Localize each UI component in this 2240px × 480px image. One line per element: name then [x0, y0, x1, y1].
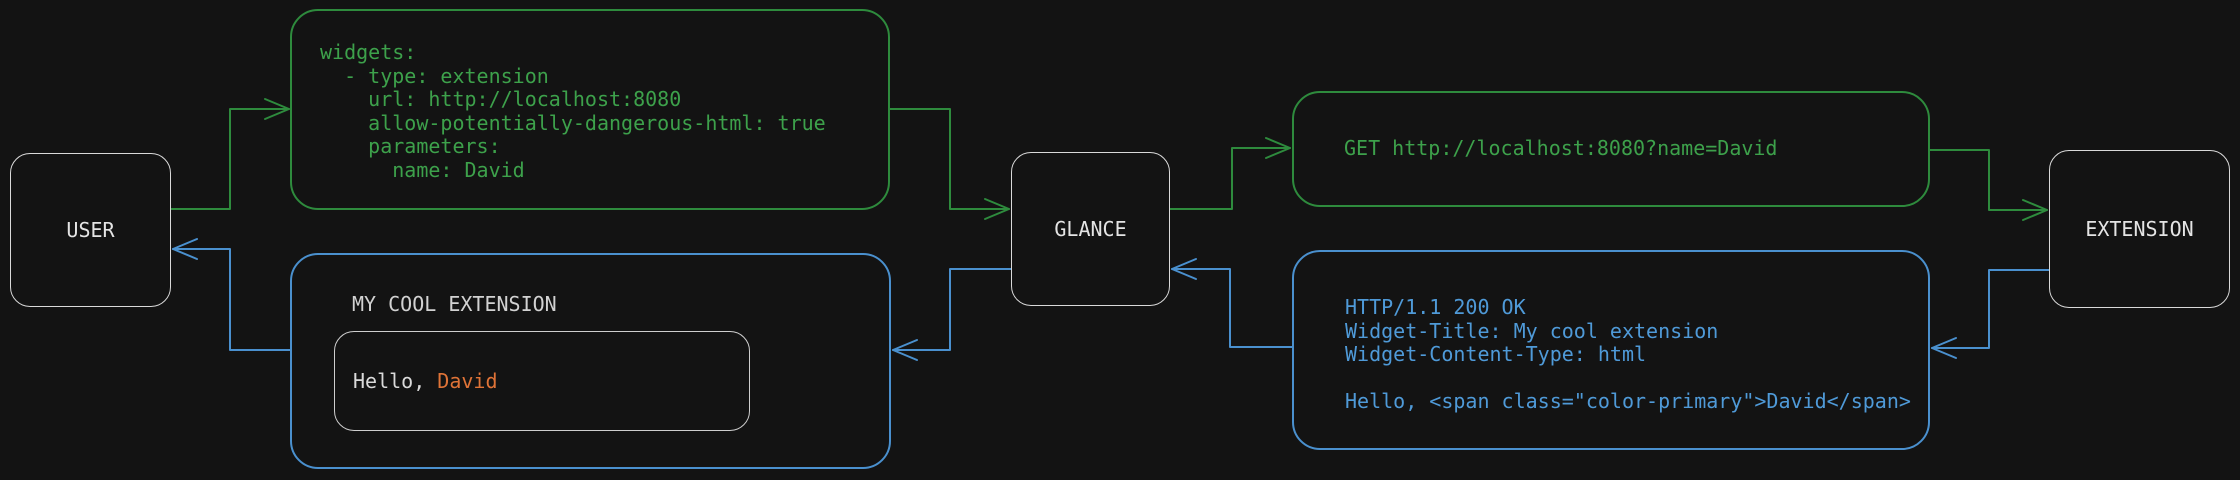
arrow-config-to-glance — [889, 108, 1010, 220]
config-yaml-code: widgets: - type: extension url: http://l… — [320, 40, 826, 182]
node-user: USER — [10, 153, 171, 307]
http-response-box: HTTP/1.1 200 OK Widget-Title: My cool ex… — [1292, 250, 1930, 450]
arrow-glance-to-request — [1169, 137, 1291, 210]
greeting-name: David — [437, 369, 498, 393]
node-extension: EXTENSION — [2049, 150, 2230, 308]
http-response-code: HTTP/1.1 200 OK Widget-Title: My cool ex… — [1345, 295, 1911, 413]
node-user-label: USER — [66, 218, 115, 242]
arrow-extension-to-response — [1931, 269, 2050, 359]
arrow-request-to-extension — [1929, 149, 2048, 221]
rendered-widget-box: MY COOL EXTENSION Hello, David — [290, 253, 891, 469]
http-request-code: GET http://localhost:8080?name=David — [1344, 136, 1778, 161]
greeting-prefix: Hello, — [353, 369, 438, 393]
node-extension-label: EXTENSION — [2085, 217, 2194, 241]
node-glance-label: GLANCE — [1054, 217, 1127, 241]
http-request-box: GET http://localhost:8080?name=David — [1292, 91, 1930, 207]
config-yaml-box: widgets: - type: extension url: http://l… — [290, 9, 890, 210]
arrow-glance-to-widget — [892, 268, 1012, 361]
widget-greeting-box: Hello, David — [334, 331, 750, 431]
arrow-widget-to-user — [172, 238, 291, 351]
arrow-user-to-config — [170, 98, 290, 210]
node-glance: GLANCE — [1011, 152, 1170, 306]
arrow-response-to-glance — [1171, 258, 1293, 348]
widget-title: MY COOL EXTENSION — [352, 292, 557, 316]
